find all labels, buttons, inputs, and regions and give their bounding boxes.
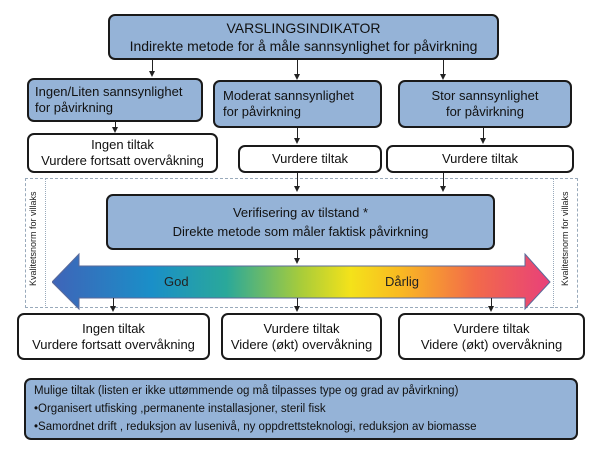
second-action-bad-box: Vurdere tiltak Videre (økt) overvåkning xyxy=(398,313,585,360)
verification-subtitle: Direkte metode som måler faktisk påvirkn… xyxy=(172,224,429,239)
second-action-good-line2: Vurdere fortsatt overvåkning xyxy=(32,336,195,352)
warning-indicator-title: VARSLINGSINDIKATOR xyxy=(226,20,381,36)
verification-title: Verifisering av tilstand * xyxy=(232,205,369,220)
likelihood-moderate-line2: for påvirkning xyxy=(223,104,302,119)
first-action-low-line2: Vurdere fortsatt overvåkning xyxy=(41,153,204,168)
first-action-high-box: Vurdere tiltak xyxy=(386,145,574,173)
second-action-moderate-box: Vurdere tiltak Videre (økt) overvåkning xyxy=(221,313,382,360)
warning-indicator-subtitle: Indirekte metode for å måle sannsynlighe… xyxy=(129,38,478,54)
second-action-bad-line1: Vurdere tiltak xyxy=(453,320,530,336)
likelihood-moderate-line1: Moderat sannsynlighet xyxy=(223,88,354,103)
divider xyxy=(553,178,554,308)
second-action-moderate-line2: Videre (økt) overvåkning xyxy=(230,336,373,352)
possible-measures-box: Mulige tiltak (listen er ikke uttømmende… xyxy=(24,378,578,440)
quality-norm-frame xyxy=(25,178,578,308)
second-action-good-line1: Ingen tiltak xyxy=(82,320,145,336)
quality-norm-label-left: Kvalitetsnorm for villaks xyxy=(28,191,38,286)
warning-indicator-box: VARSLINGSINDIKATOR Indirekte metode for … xyxy=(108,14,499,60)
first-action-moderate-box: Vurdere tiltak xyxy=(238,145,382,173)
scale-bad-label: Dårlig xyxy=(385,274,419,289)
likelihood-moderate-box: Moderat sannsynlighet for påvirkning xyxy=(213,80,382,128)
first-action-low-box: Ingen tiltak Vurdere fortsatt overvåknin… xyxy=(27,133,218,173)
likelihood-high-line1: Stor sannsynlighet xyxy=(431,88,539,103)
quality-norm-label-right: Kvalitetsnorm for villaks xyxy=(560,191,570,286)
second-action-bad-line2: Videre (økt) overvåkning xyxy=(420,336,563,352)
divider xyxy=(45,178,46,308)
second-action-good-box: Ingen tiltak Vurdere fortsatt overvåknin… xyxy=(17,313,210,360)
condition-scale-arrow xyxy=(52,252,551,311)
likelihood-low-line1: Ingen/Liten sannsynlighet xyxy=(35,84,183,99)
measures-item: •Organisert utfisking ,permanente instal… xyxy=(34,403,326,415)
first-action-low-line1: Ingen tiltak xyxy=(91,137,154,152)
likelihood-high-line2: for påvirkning xyxy=(445,104,525,119)
first-action-high-line1: Vurdere tiltak xyxy=(441,151,519,166)
verification-box: Verifisering av tilstand * Direkte metod… xyxy=(106,194,495,250)
scale-good-label: God xyxy=(164,274,189,289)
likelihood-high-box: Stor sannsynlighet for påvirkning xyxy=(398,80,572,128)
first-action-moderate-line1: Vurdere tiltak xyxy=(271,151,349,166)
likelihood-low-box: Ingen/Liten sannsynlighet for påvirkning xyxy=(27,78,203,122)
second-action-moderate-line1: Vurdere tiltak xyxy=(263,320,340,336)
likelihood-low-line2: for påvirkning xyxy=(35,100,114,115)
measures-item: •Samordnet drift , reduksjon av lusenivå… xyxy=(34,421,477,433)
measures-title: Mulige tiltak (listen er ikke uttømmende… xyxy=(34,385,459,397)
